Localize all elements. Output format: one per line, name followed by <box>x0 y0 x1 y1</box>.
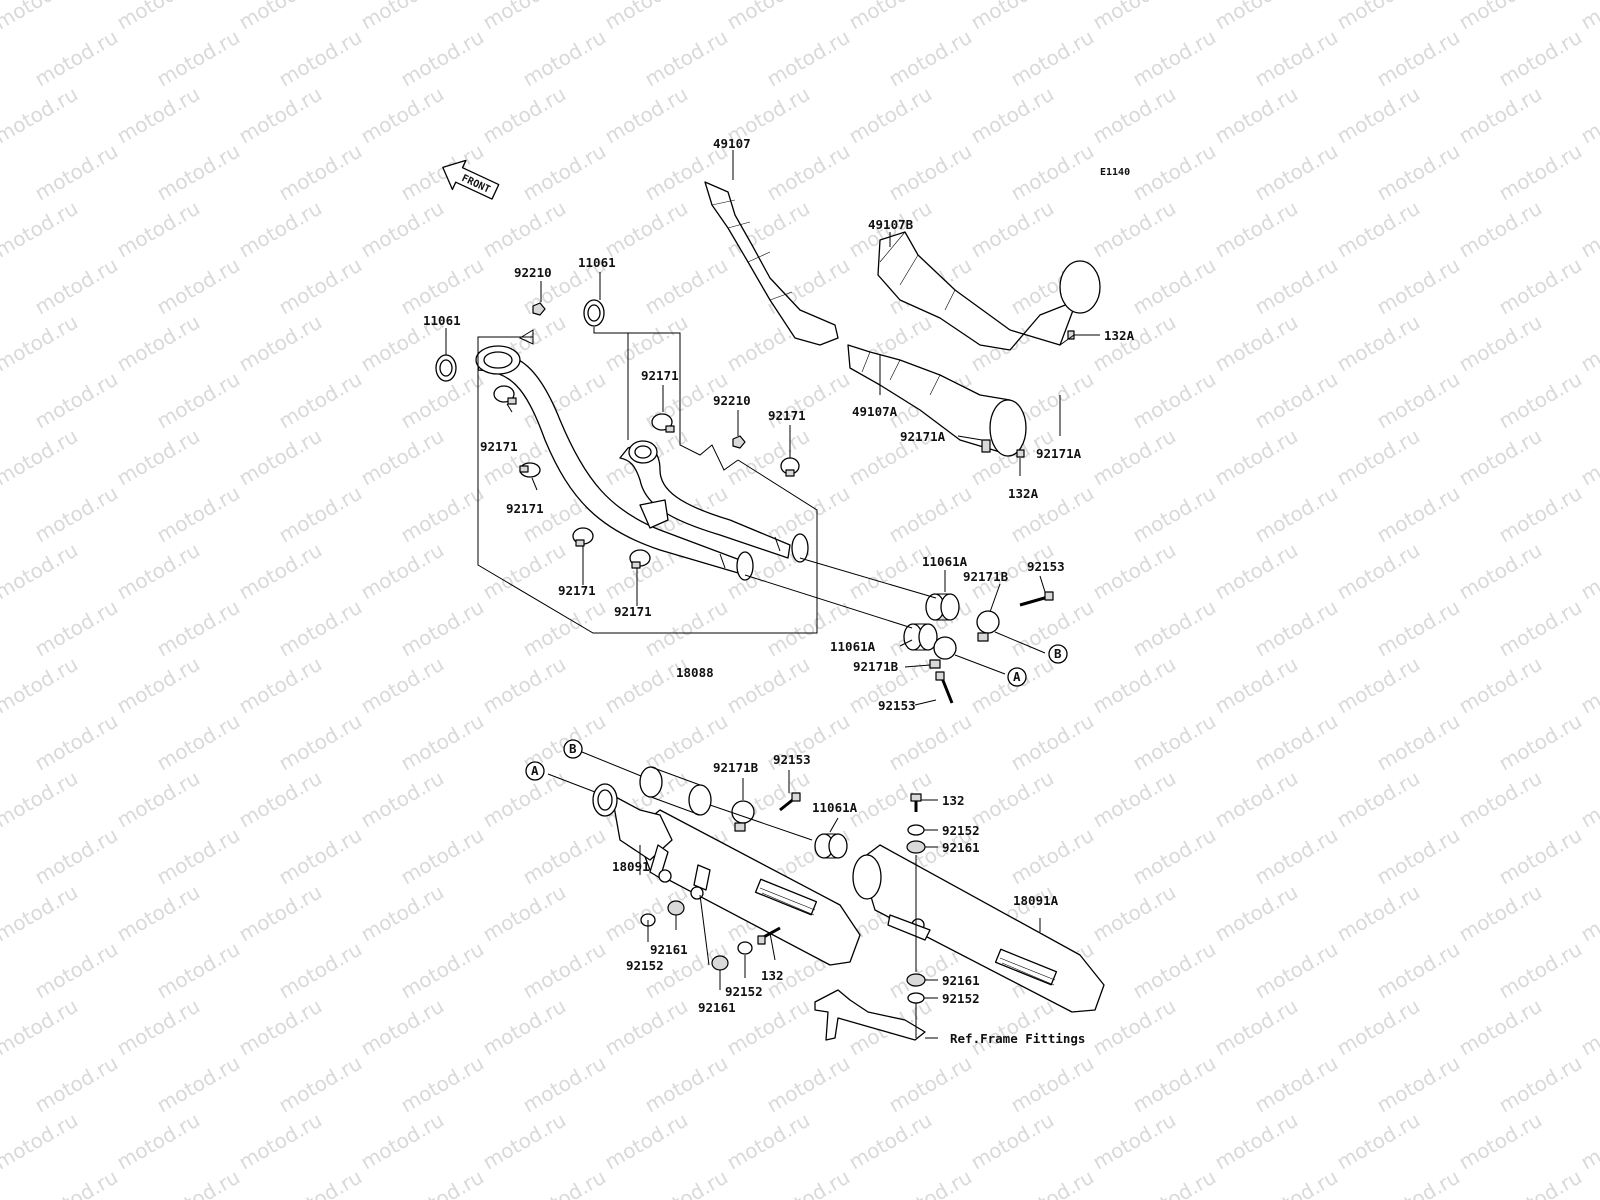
bolt-92153-bottom <box>779 792 801 812</box>
callout-92210-right: 92210 <box>713 393 751 408</box>
callout-92171-b: 92171 <box>506 501 544 516</box>
callout-49107A: 49107A <box>852 404 898 419</box>
svg-text:B: B <box>1054 646 1062 661</box>
grommet-92161-bottom <box>711 955 729 971</box>
callout-11061-right: 11061 <box>578 255 616 270</box>
callout-92161-left: 92161 <box>650 942 688 957</box>
muffler-18091A <box>852 844 1105 1013</box>
clamp-92171-e <box>572 527 594 547</box>
connector-A-lower: A <box>525 761 545 781</box>
leader-lines <box>445 150 1100 1039</box>
callout-18088: 18088 <box>676 665 714 680</box>
bolt-92153-lower <box>935 671 954 704</box>
callout-92171A-right: 92171A <box>1036 446 1082 461</box>
nut-92210-right <box>732 435 746 449</box>
callout-92153-bottom: 92153 <box>773 752 811 767</box>
callout-labels: 49107 49107B 132A 49107A 92171A 92171A 1… <box>423 136 1135 1046</box>
callout-92153-lower: 92153 <box>878 698 916 713</box>
callout-92152-left: 92152 <box>626 958 664 973</box>
washer-92152-top <box>907 824 925 836</box>
callout-18091A: 18091A <box>1013 893 1059 908</box>
callout-92153-upper: 92153 <box>1027 559 1065 574</box>
clamp-92171-f <box>629 549 651 569</box>
callout-92161-bottom: 92161 <box>698 1000 736 1015</box>
heat-guard-49107 <box>704 181 839 346</box>
clamp-92171B-bottom <box>731 800 755 832</box>
grommet-92161-right <box>906 973 926 987</box>
clamp-92171-c <box>651 413 675 433</box>
callout-92171-c: 92171 <box>641 368 679 383</box>
muffler-18091 <box>592 766 861 966</box>
callout-92171B-bottom: 92171B <box>713 760 759 775</box>
callout-11061A-upper: 11061A <box>922 554 968 569</box>
bolt-132A-top <box>1059 330 1080 346</box>
nut-92210-left <box>532 302 546 316</box>
callout-132-bottom: 132 <box>761 968 784 983</box>
heat-guard-49107A <box>847 344 1027 457</box>
heat-guard-49107B <box>877 231 1101 351</box>
callout-92171-f: 92171 <box>614 604 652 619</box>
callout-11061A-bottom: 11061A <box>812 800 858 815</box>
connector-B-lower: B <box>563 739 583 759</box>
front-arrow-icon: FRONT <box>442 159 500 200</box>
frame-fitting-bracket <box>814 989 926 1041</box>
exhaust-pipe-18088 <box>475 345 809 581</box>
gasket-11061A-upper <box>925 593 960 621</box>
diagram-code: E1140 <box>1100 167 1130 178</box>
bolt-132A-bottom <box>1016 449 1025 458</box>
callout-11061-left: 11061 <box>423 313 461 328</box>
grommet-92161-top <box>906 840 926 854</box>
callout-92161-top: 92161 <box>942 840 980 855</box>
callout-49107: 49107 <box>713 136 751 151</box>
svg-text:B: B <box>569 741 577 756</box>
clip-92171A-left <box>981 439 991 453</box>
callout-92171-e: 92171 <box>558 583 596 598</box>
callout-92171B-lower: 92171B <box>853 659 899 674</box>
clamp-92171-b <box>519 462 541 478</box>
callout-92152-bottom: 92152 <box>725 984 763 999</box>
callout-132-top: 132 <box>942 793 965 808</box>
gasket-11061-left <box>435 354 457 382</box>
bolt-132-bottom <box>757 926 781 945</box>
gasket-11061A-bottom <box>814 833 848 859</box>
bolt-92153-upper <box>1019 591 1054 607</box>
callout-92152-top: 92152 <box>942 823 980 838</box>
clamp-92171-d <box>780 457 800 477</box>
ref-frame-fittings: Ref.Frame Fittings <box>950 1031 1085 1046</box>
callout-92210-left: 92210 <box>514 265 552 280</box>
svg-text:A: A <box>1013 669 1021 684</box>
connector-B-upper: B <box>1048 644 1068 664</box>
grommet-92161-left <box>667 900 685 916</box>
washer-92152-bottom <box>737 941 753 955</box>
gasket-11061A-lower <box>903 623 938 651</box>
connector-A-upper: A <box>1007 667 1027 687</box>
clamp-92171-a <box>493 385 517 405</box>
callout-92171B-upper: 92171B <box>963 569 1009 584</box>
callout-49107B: 49107B <box>868 217 914 232</box>
clamp-92171B-upper <box>976 610 1000 642</box>
clamp-92171B-lower <box>929 636 957 669</box>
callout-92171-a: 92171 <box>480 439 518 454</box>
washer-92152-right <box>907 992 925 1004</box>
svg-text:A: A <box>531 763 539 778</box>
bolt-132-top <box>910 793 922 812</box>
callout-92152-right: 92152 <box>942 991 980 1006</box>
callout-132A-top: 132A <box>1104 328 1135 343</box>
callout-92161-right: 92161 <box>942 973 980 988</box>
callout-92171A-left: 92171A <box>900 429 946 444</box>
gasket-11061-right <box>583 299 605 327</box>
callout-92171-d: 92171 <box>768 408 806 423</box>
callout-18091: 18091 <box>612 859 650 874</box>
callout-11061A-lower: 11061A <box>830 639 876 654</box>
callout-132A-bottom: 132A <box>1008 486 1039 501</box>
